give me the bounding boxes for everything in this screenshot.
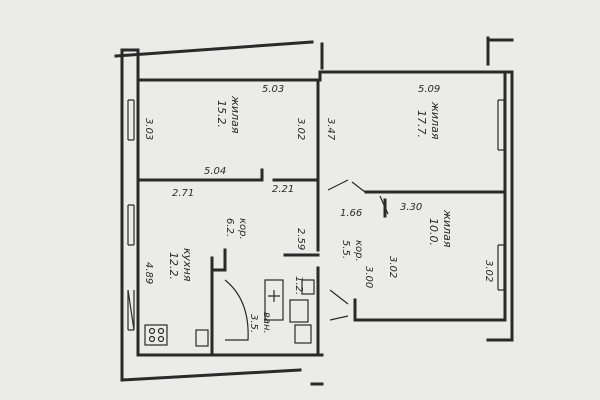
washbasin-icon (294, 324, 312, 344)
toilet-icon (289, 299, 309, 323)
bathtub-icon (264, 279, 284, 321)
room-area: 10.0. (427, 218, 440, 246)
room-area: 3.5. (248, 314, 259, 333)
dimension: 3.00 (363, 266, 374, 288)
dimension: 3.30 (400, 202, 422, 213)
room-labels: жилая 15.2. жилая 17.7. жилая 10.0. кухн… (167, 95, 454, 334)
dimension: 3.02 (295, 118, 306, 140)
room-area: 5.5. (340, 240, 351, 259)
dimension: 1.66 (340, 208, 362, 219)
room-label: ван. (261, 312, 272, 334)
dimension: 3.03 (143, 118, 154, 140)
window-marks (127, 99, 505, 331)
sink-icon (195, 329, 209, 347)
dimension: 3.02 (483, 260, 494, 282)
room-label: кор. (237, 218, 248, 240)
dimension: 3.02 (387, 256, 398, 278)
room-area: 17.7. (415, 110, 428, 138)
dimension: 2.21 (272, 184, 294, 195)
door-marks (224, 179, 389, 341)
room-label: жилая (429, 101, 442, 140)
room-label: кор. (353, 240, 364, 262)
dimension: 5.03 (262, 84, 284, 95)
fixtures (144, 279, 315, 347)
dimension: 2.59 (295, 228, 306, 250)
room-area: 15.2. (215, 100, 228, 128)
dimension: 4.89 (143, 262, 154, 284)
dimension: 3.47 (325, 118, 336, 141)
dimension: 2.71 (172, 188, 194, 199)
room-label: жилая (229, 95, 242, 134)
outer-walls (114, 36, 514, 386)
room-label: жилая (441, 209, 454, 248)
interior-walls (136, 78, 507, 357)
room-area: 6.2. (224, 218, 235, 237)
dimension: 5.04 (204, 166, 226, 177)
dimension: 5.09 (418, 84, 440, 95)
room-area: 1.2. (293, 276, 304, 295)
room-label: кухня (181, 248, 194, 282)
stove-icon (144, 324, 168, 346)
room-area: 12.2. (167, 252, 180, 280)
dimension-labels: 5.03 5.09 3.03 3.02 3.47 5.04 2.71 2.21 … (143, 84, 494, 288)
